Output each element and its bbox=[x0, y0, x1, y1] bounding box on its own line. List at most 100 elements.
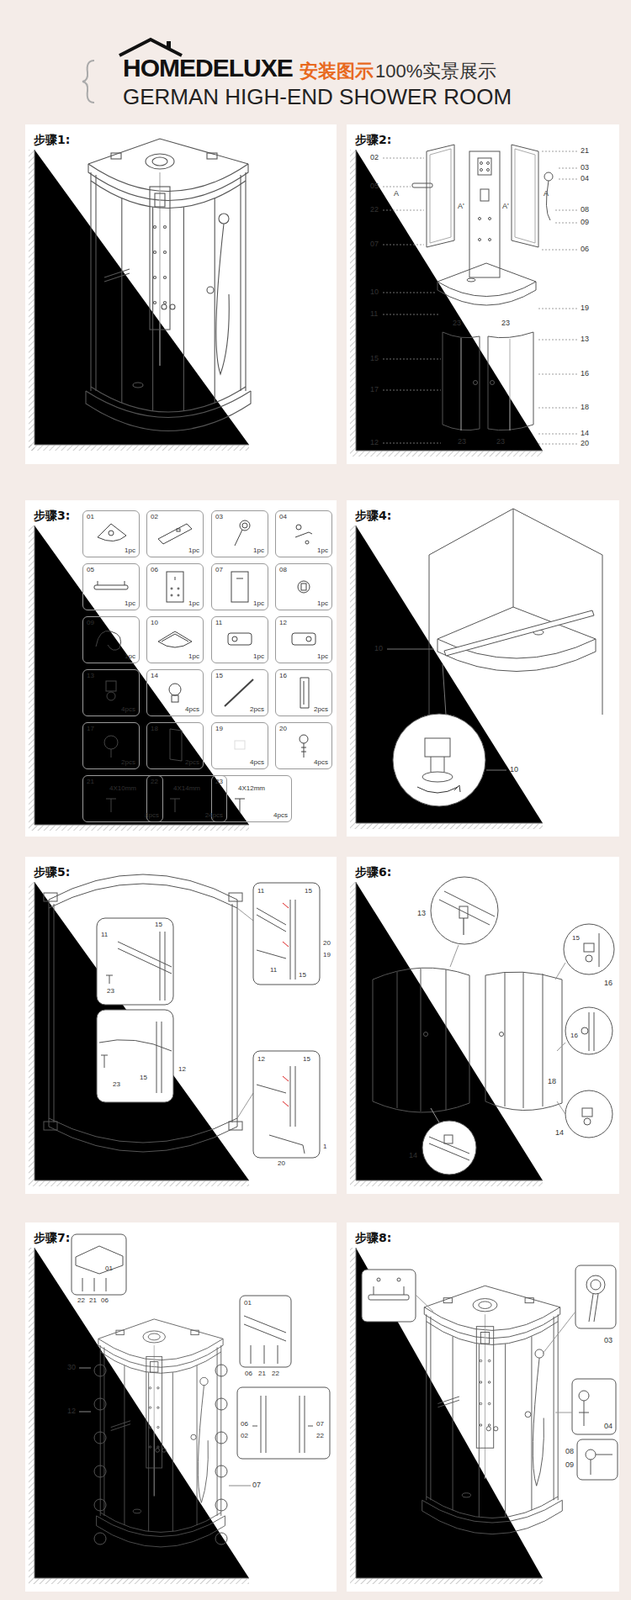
part-count: 1pc bbox=[317, 653, 329, 661]
step-panel: 步骤5: bbox=[25, 857, 337, 1195]
part-cell: 14 4pcs bbox=[146, 669, 204, 717]
callout-number: 16 bbox=[580, 370, 589, 378]
callout-number: 23 bbox=[496, 438, 505, 446]
callout-number: 22 bbox=[316, 1433, 324, 1441]
callout-number: 12 bbox=[257, 1056, 266, 1064]
part-number: 01 bbox=[86, 514, 95, 521]
callout-number: 15 bbox=[139, 1075, 148, 1082]
step-panel: 步骤4: bbox=[346, 500, 620, 838]
callout-number: 10 bbox=[374, 645, 383, 653]
callout-number: 19 bbox=[323, 952, 331, 960]
part-count: 2pcs bbox=[185, 759, 200, 767]
callout-number: 11 bbox=[257, 888, 265, 896]
part-count: 1pc bbox=[253, 653, 265, 661]
part-cell: 011pc bbox=[82, 510, 140, 558]
callout-number: 03 bbox=[604, 1337, 613, 1346]
part-cell: 031pc bbox=[211, 510, 269, 558]
part-count: 4pcs bbox=[185, 706, 200, 714]
part-number: 11 bbox=[215, 620, 223, 627]
step-panel: 步骤1: bbox=[25, 124, 337, 465]
callout-number: 07 bbox=[370, 240, 379, 249]
callout-number: 30 bbox=[67, 1364, 76, 1373]
step-title: 步骤7: bbox=[33, 1231, 70, 1246]
callout-number: 11 bbox=[100, 932, 108, 939]
callout-number: 17 bbox=[370, 386, 379, 394]
part-cell: 021pc bbox=[146, 510, 204, 558]
callout-number: 15 bbox=[154, 922, 163, 929]
part-number: 19 bbox=[215, 726, 223, 733]
part-count: 1pc bbox=[317, 600, 329, 608]
part-number: 09 bbox=[86, 620, 95, 627]
part-count: 4pcs bbox=[273, 812, 288, 820]
callout-number: 15 bbox=[298, 972, 307, 980]
callout-number: 13 bbox=[580, 335, 589, 344]
callout-number: A bbox=[393, 190, 399, 198]
callout-number: 20 bbox=[323, 940, 331, 948]
part-count: 2pcs bbox=[121, 759, 136, 767]
header-text: GERMAN HIGH-END SHOWER ROOM bbox=[122, 85, 512, 108]
part-count: 8pcs bbox=[144, 812, 160, 820]
callout-number: 04 bbox=[604, 1423, 613, 1432]
screw-size: 4X10mm bbox=[83, 785, 163, 793]
callout-number: 12 bbox=[370, 439, 379, 447]
callout-number: 08 bbox=[565, 1448, 574, 1457]
callout-number: 14 bbox=[555, 1129, 564, 1138]
callout-number: 18 bbox=[580, 403, 589, 412]
callout-number: 14 bbox=[580, 429, 589, 438]
callout-number: 16 bbox=[604, 980, 613, 988]
step-title: 步骤5: bbox=[33, 865, 70, 880]
callout-number: 23 bbox=[452, 319, 462, 328]
part-number: 20 bbox=[279, 726, 287, 733]
callout-number: 23 bbox=[457, 438, 467, 446]
step-title: 步骤1: bbox=[33, 132, 70, 147]
part-count: 1pc bbox=[188, 653, 200, 661]
part-cell: 234X12mm4pcs bbox=[211, 775, 292, 823]
callout-number: 23 bbox=[106, 988, 115, 996]
part-number: 14 bbox=[150, 673, 159, 680]
part-number: 23 bbox=[215, 779, 223, 786]
callout-number: 23 bbox=[112, 1081, 121, 1089]
header-text: 100%实景展示 bbox=[375, 62, 497, 81]
part-count: 1pc bbox=[253, 547, 265, 555]
callout-number: 10 bbox=[509, 766, 519, 775]
part-cell: 091pc bbox=[82, 616, 140, 664]
part-count: 1pc bbox=[124, 600, 136, 608]
callout-number: 01 bbox=[105, 1266, 113, 1273]
part-cell: 134pcs bbox=[82, 669, 140, 717]
callout-number: 08 bbox=[580, 206, 589, 214]
callout-number: A' bbox=[502, 202, 510, 211]
part-number: 16 bbox=[279, 673, 287, 680]
callout-number: 06 bbox=[244, 1371, 253, 1379]
step-title: 步骤4: bbox=[355, 509, 392, 523]
step-panel: 步骤3:011pc021pc031pc041pc051pc061pc071pc0… bbox=[25, 500, 337, 838]
part-number: 04 bbox=[279, 514, 287, 521]
callout-number: 20 bbox=[277, 1161, 286, 1168]
callout-number: 15 bbox=[302, 1056, 311, 1064]
part-count: 4pcs bbox=[313, 759, 329, 767]
part-number: 22 bbox=[150, 779, 159, 786]
part-count: 1pc bbox=[188, 547, 200, 555]
part-count: 1pc bbox=[253, 600, 265, 608]
callout-number: 10 bbox=[370, 288, 379, 297]
part-number: 15 bbox=[215, 673, 223, 680]
callout-number: 07 bbox=[316, 1421, 324, 1429]
part-cell: 081pc bbox=[275, 563, 333, 611]
callout-number: 22 bbox=[370, 206, 379, 214]
part-count: 2pcs bbox=[313, 706, 329, 714]
callout-number: 22 bbox=[271, 1371, 280, 1379]
callout-number: 01 bbox=[243, 1300, 252, 1308]
part-cell: 194pcs bbox=[211, 722, 269, 770]
part-number: 21 bbox=[86, 779, 95, 786]
header-text: 安装图示 bbox=[299, 62, 374, 81]
callout-number: 03 bbox=[580, 164, 589, 172]
callout-number: 09 bbox=[580, 218, 589, 227]
callout-number: 12 bbox=[178, 1066, 186, 1074]
part-count: 24pcs bbox=[205, 812, 223, 820]
part-cell: 18 2pcs bbox=[146, 722, 204, 770]
part-number: 06 bbox=[150, 567, 159, 574]
part-number: 18 bbox=[150, 726, 159, 733]
callout-number: 02 bbox=[240, 1433, 249, 1441]
callout-number: 14 bbox=[408, 1152, 418, 1161]
